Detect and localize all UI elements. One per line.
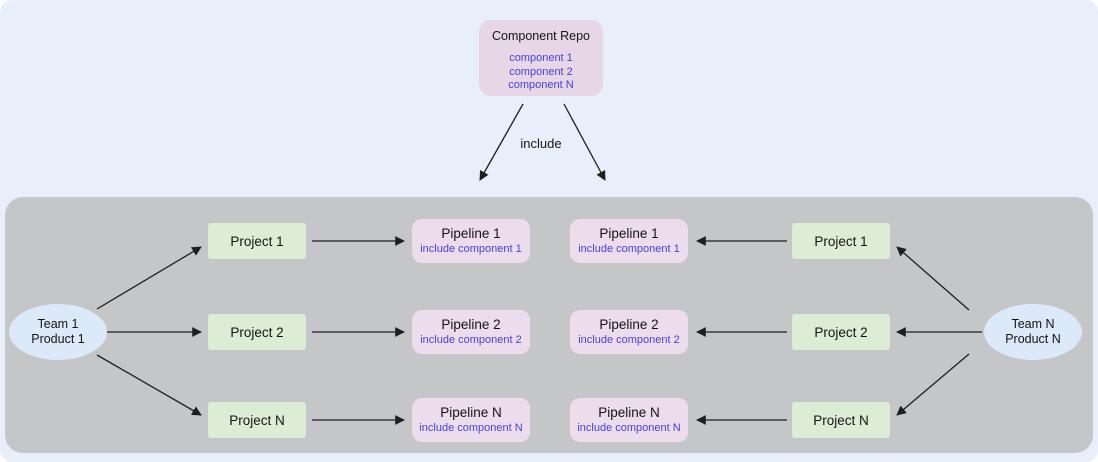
arrow-teamN-projectN bbox=[896, 353, 970, 416]
project-node-left-n: Project N bbox=[208, 402, 306, 438]
product-name: Product N bbox=[1005, 332, 1061, 346]
component-item: component N bbox=[508, 79, 574, 91]
pipeline-include: include component N bbox=[577, 422, 681, 434]
pipeline-title: Pipeline 2 bbox=[599, 317, 659, 332]
arrow-include-left bbox=[479, 103, 524, 181]
team-n-node: Team N Product N bbox=[984, 304, 1082, 360]
component-repo-items: component 1 component 2 component N bbox=[508, 52, 573, 93]
component-item: component 1 bbox=[509, 52, 573, 64]
include-label: include bbox=[520, 136, 562, 151]
product-name: Product 1 bbox=[31, 332, 85, 346]
pipeline-title: Pipeline 1 bbox=[599, 226, 659, 241]
pipeline-title: Pipeline 2 bbox=[441, 317, 501, 332]
component-item: component 2 bbox=[509, 65, 573, 78]
project-node-right-n: Project N bbox=[792, 402, 890, 438]
project-node-right-1: Project 1 bbox=[792, 223, 890, 259]
component-repo-node: Component Repo component 1 component 2 c… bbox=[479, 20, 603, 96]
team-name: Team N bbox=[1011, 317, 1055, 331]
pipeline-include: include component 2 bbox=[578, 334, 680, 346]
pipeline-node-left-2: Pipeline 2 include component 2 bbox=[412, 310, 530, 354]
component-repo-title: Component Repo bbox=[492, 29, 590, 43]
pipeline-title: Pipeline 1 bbox=[441, 226, 501, 241]
teams-panel bbox=[5, 197, 1093, 453]
pipeline-include: include component N bbox=[419, 422, 523, 434]
pipeline-title: Pipeline N bbox=[598, 405, 660, 420]
team-1-node: Team 1 Product 1 bbox=[9, 304, 107, 360]
pipeline-node-right-n: Pipeline N include component N bbox=[570, 398, 688, 442]
arrow-team1-project1 bbox=[96, 246, 202, 310]
arrow-teamN-project1 bbox=[896, 246, 970, 311]
pipeline-node-right-2: Pipeline 2 include component 2 bbox=[570, 310, 688, 354]
pipeline-include: include component 1 bbox=[578, 243, 680, 255]
arrow-team1-projectN bbox=[96, 354, 202, 416]
project-node-left-2: Project 2 bbox=[208, 314, 306, 350]
team-name: Team 1 bbox=[37, 317, 79, 331]
pipeline-title: Pipeline N bbox=[440, 405, 502, 420]
pipeline-node-left-1: Pipeline 1 include component 1 bbox=[412, 219, 530, 263]
pipeline-include: include component 1 bbox=[420, 243, 522, 255]
arrow-include-right bbox=[563, 103, 606, 181]
pipeline-node-left-n: Pipeline N include component N bbox=[412, 398, 530, 442]
pipeline-include: include component 2 bbox=[420, 334, 522, 346]
pipeline-node-right-1: Pipeline 1 include component 1 bbox=[570, 219, 688, 263]
project-node-left-1: Project 1 bbox=[208, 223, 306, 259]
project-node-right-2: Project 2 bbox=[792, 314, 890, 350]
